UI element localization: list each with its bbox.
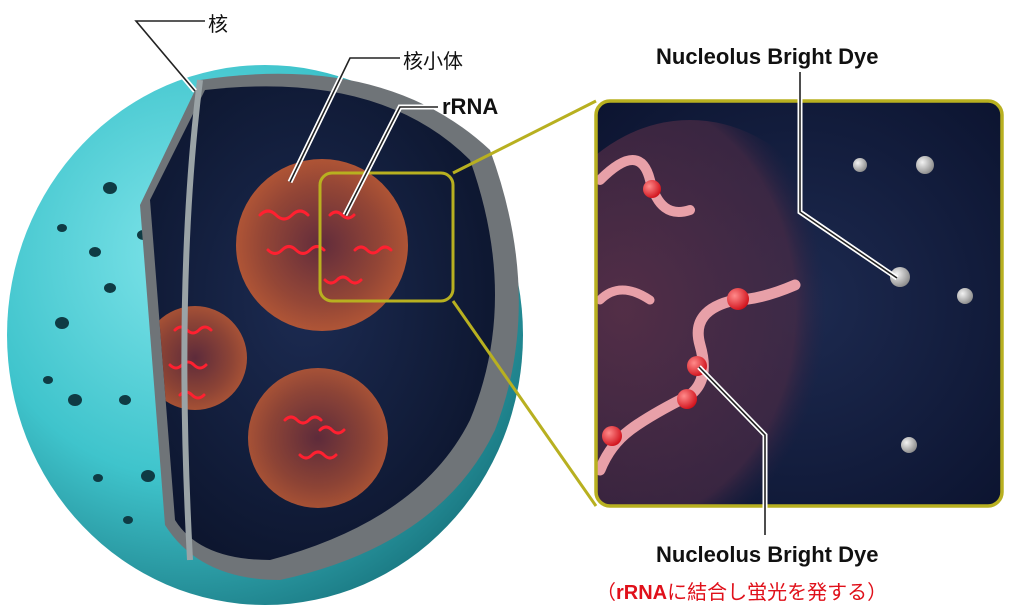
label-dye-note: （rRNAに結合し蛍光を発する） <box>596 576 887 605</box>
note-rrna: rRNA <box>616 582 667 604</box>
magnified-nucleolus <box>520 120 860 540</box>
dye-free <box>916 156 934 174</box>
nucleolus-bottom <box>248 368 388 508</box>
dye-free <box>901 437 917 453</box>
dye-free <box>853 158 867 172</box>
dye-bound <box>677 389 697 409</box>
label-rrna: rRNA <box>442 94 498 120</box>
nucleolus-top <box>236 159 408 331</box>
dye-bound <box>727 288 749 310</box>
dye-free <box>957 288 973 304</box>
label-nucleolus: 核小体 <box>403 45 463 74</box>
dye-bound <box>643 180 661 198</box>
note-open: （ <box>596 582 616 604</box>
nucleus <box>7 65 523 605</box>
note-rest: に結合し蛍光を発する） <box>667 582 887 604</box>
label-dye-bound: Nucleolus Bright Dye <box>656 542 878 568</box>
magnified-panel <box>520 101 1002 540</box>
dye-bound <box>602 426 622 446</box>
label-nucleus: 核 <box>208 8 228 37</box>
label-dye-free: Nucleolus Bright Dye <box>656 44 878 70</box>
